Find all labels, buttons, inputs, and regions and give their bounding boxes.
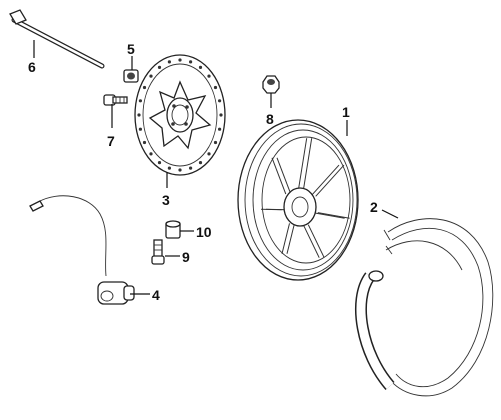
part-label-10: 10 (196, 224, 212, 240)
part-label-6: 6 (28, 59, 36, 75)
part-label-5: 5 (127, 41, 135, 57)
axle-part (9, 9, 105, 69)
part-label-3: 3 (162, 192, 170, 208)
part-labels: 6 5 7 3 8 1 2 4 9 10 (28, 41, 378, 303)
speed-sensor-part (29, 195, 135, 305)
wheel-rim-part (237, 119, 359, 281)
spacer-part (165, 220, 181, 239)
nut-part (123, 69, 139, 83)
bolt-part (103, 94, 128, 106)
valve-cap-part (262, 75, 280, 94)
small-bolt-part (151, 239, 165, 265)
part-label-1: 1 (342, 104, 350, 120)
part-label-8: 8 (266, 111, 274, 127)
leader-lines (33, 40, 399, 295)
part-label-9: 9 (182, 249, 190, 265)
tire-part (354, 218, 494, 397)
brake-disc-part (134, 54, 226, 176)
part-label-2: 2 (370, 199, 378, 215)
part-label-4: 4 (152, 287, 160, 303)
part-label-7: 7 (107, 133, 115, 149)
leader-2 (381, 209, 399, 219)
